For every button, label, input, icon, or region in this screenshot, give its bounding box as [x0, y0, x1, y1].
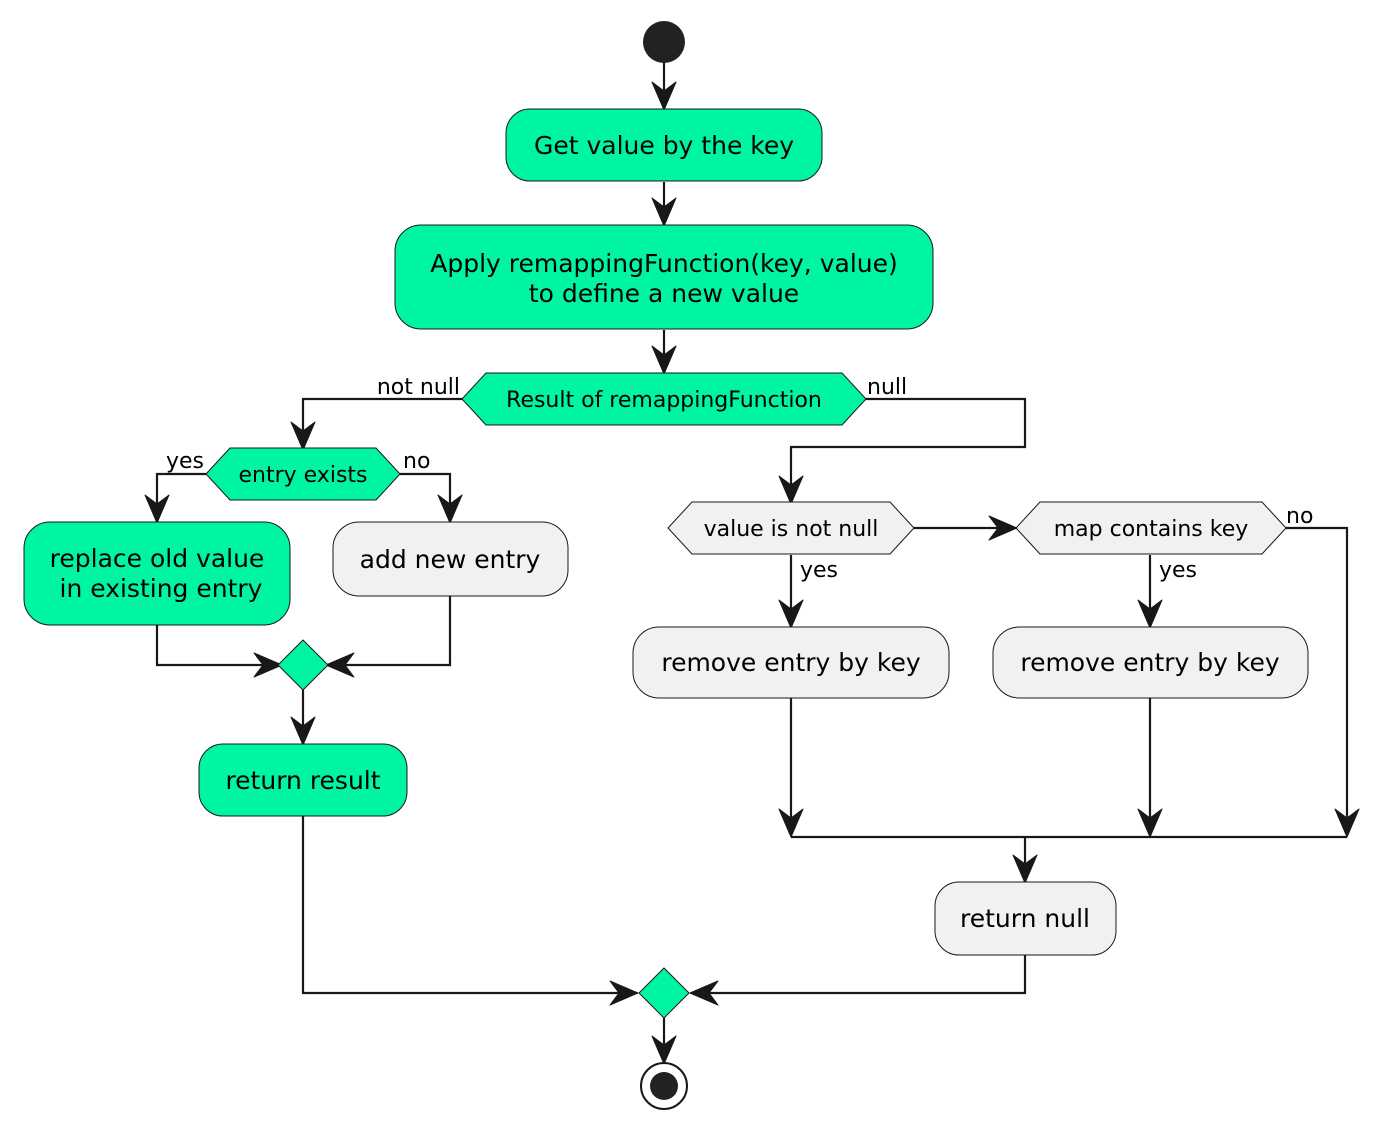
arrow-down-icon — [290, 716, 316, 746]
edge-entry-no — [400, 472, 452, 519]
arrow-down-icon — [144, 494, 170, 524]
edge-return-result-to-final-merge — [301, 816, 634, 995]
decision-result-label: Result of remappingFunction — [506, 388, 822, 413]
arrow-left-icon — [325, 652, 355, 678]
arrow-down-icon — [651, 1035, 677, 1065]
decision-result: Result of remappingFunction — [461, 372, 867, 426]
label-entry-no: no — [403, 449, 430, 474]
arrow-right-icon — [988, 515, 1018, 541]
decision-entry-exists: entry exists — [205, 447, 401, 501]
action-apply-remapping: Apply remappingFunction(key, value) to d… — [394, 224, 934, 330]
arrow-right-icon — [253, 652, 283, 678]
action-add-new-entry: add new entry — [332, 521, 569, 597]
decision-entry-exists-label: entry exists — [239, 463, 368, 488]
action-get-value: Get value by the key — [505, 108, 823, 182]
arrow-down-icon — [651, 197, 677, 227]
edge-not-null-branch — [301, 397, 462, 446]
label-null: null — [867, 375, 907, 400]
end-node — [640, 1062, 688, 1110]
merge-diamond-left — [277, 639, 329, 691]
decision-value-not-null-label: value is not null — [704, 517, 879, 542]
edge-replace-to-merge — [155, 625, 278, 667]
edges — [155, 62, 1349, 1060]
label-value-yes: yes — [800, 558, 838, 583]
arrow-down-icon — [437, 494, 463, 524]
label-map-no: no — [1286, 504, 1313, 529]
label-entry-yes: yes — [166, 449, 204, 474]
action-replace-line2: in existing entry — [60, 574, 263, 603]
label-map-yes: yes — [1159, 558, 1197, 583]
arrowheads — [144, 81, 1360, 1065]
action-return-null-label: return null — [960, 904, 1090, 933]
start-node — [643, 21, 685, 63]
action-add-new-entry-label: add new entry — [360, 545, 541, 574]
arrow-down-icon — [778, 808, 804, 838]
arrow-right-icon — [609, 980, 639, 1006]
arrow-down-icon — [651, 81, 677, 111]
action-replace-old-value: replace old value in existing entry — [23, 521, 291, 626]
action-replace-line1: replace old value — [50, 544, 265, 573]
edge-labels: not null null yes no yes yes no — [166, 375, 1313, 583]
label-not-null: not null — [377, 375, 460, 400]
arrow-left-icon — [689, 980, 719, 1006]
arrow-down-icon — [651, 345, 677, 375]
action-remove-entry-1: remove entry by key — [632, 626, 950, 699]
edge-add-to-merge — [330, 596, 452, 667]
decision-map-contains-key-label: map contains key — [1054, 517, 1249, 542]
decision-value-not-null: value is not null — [667, 501, 915, 555]
arrow-down-icon — [778, 475, 804, 505]
action-return-result-label: return result — [225, 766, 380, 795]
decision-map-contains-key: map contains key — [1015, 501, 1287, 555]
action-remove-entry-1-label: remove entry by key — [661, 648, 921, 677]
arrow-down-icon — [1137, 599, 1163, 629]
arrow-down-icon — [1334, 808, 1360, 838]
edge-map-no — [1286, 526, 1349, 833]
action-remove-entry-2-label: remove entry by key — [1020, 648, 1280, 677]
action-remove-entry-2: remove entry by key — [992, 626, 1309, 699]
arrow-down-icon — [1012, 854, 1038, 884]
action-return-null: return null — [934, 881, 1117, 956]
edge-return-null-to-final-merge — [694, 955, 1027, 995]
edge-null-branch — [789, 397, 1027, 500]
edge-entry-yes — [155, 472, 206, 519]
arrow-down-icon — [290, 421, 316, 451]
arrow-down-icon — [778, 599, 804, 629]
action-get-value-label: Get value by the key — [534, 131, 794, 160]
action-apply-line2: to define a new value — [529, 279, 799, 308]
action-apply-line1: Apply remappingFunction(key, value) — [430, 249, 898, 278]
action-return-result: return result — [198, 743, 408, 817]
arrow-down-icon — [1137, 808, 1163, 838]
merge-diamond-final — [638, 967, 690, 1019]
